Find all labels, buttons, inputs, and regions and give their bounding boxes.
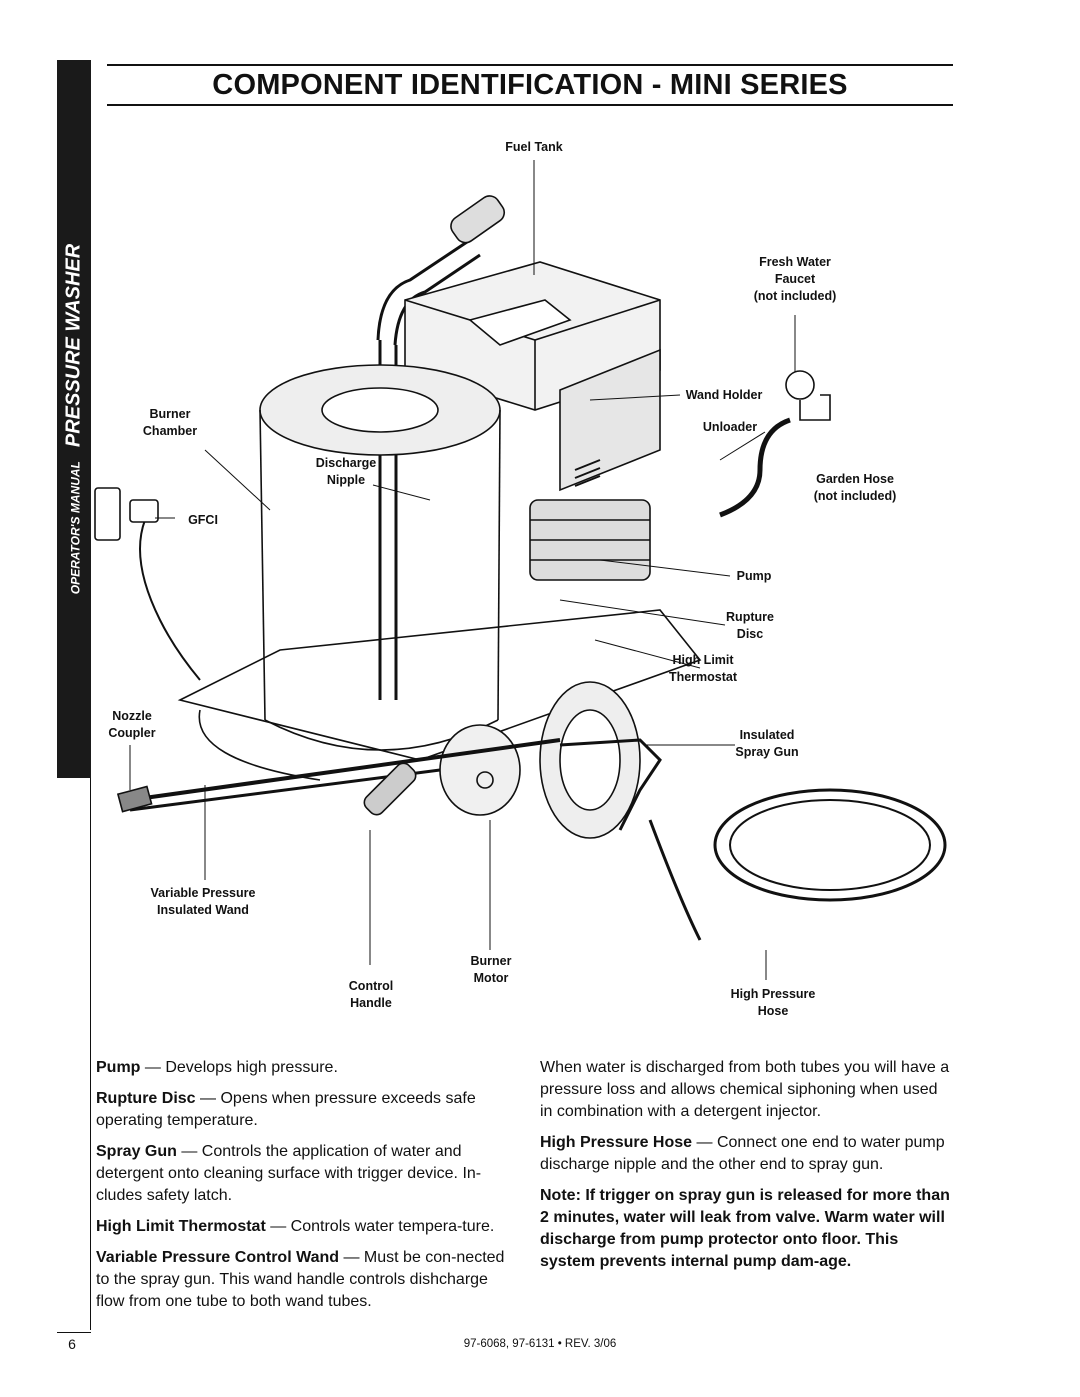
pressure-washer-diagram [94, 160, 947, 980]
page-number-box [57, 1332, 91, 1359]
variable-pressure-wand-description: Variable Pressure Control Wand — Must be… [96, 1249, 505, 1310]
footer-doc-id: 97-6068, 97-6131 • REV. 3/06 [463, 1338, 617, 1350]
page-number: 6 [68, 1336, 76, 1352]
label-high-pressure-hose: High Pressure Hose [730, 987, 816, 1018]
sidebar: OPERATOR'S MANUALPRESSURE WASHER [57, 60, 91, 1330]
title-rule-bottom [107, 104, 953, 106]
right-column: When water is discharged from both tubes… [540, 1057, 954, 1282]
tube-discharge-paragraph: When water is discharged from both tubes… [540, 1059, 950, 1120]
high-limit-thermostat-description: High Limit Thermostat — Controls water t… [96, 1218, 495, 1235]
page-title: COMPONENT IDENTIFICATION - MINI SERIES [212, 69, 848, 101]
label-rupture-disc: Rupture Disc [726, 610, 774, 641]
sidebar-rule [90, 778, 91, 1330]
pump-description: Pump — Develops high pressure. [96, 1059, 338, 1076]
label-insulated-spray-gun: Insulated Spray Gun [735, 728, 799, 759]
label-pump: Pump [736, 569, 772, 583]
label-burner-motor: Burner Motor [470, 954, 512, 985]
title-rule-top [107, 64, 953, 66]
label-garden-hose: Garden Hose (not included) [813, 472, 897, 503]
rupture-disc-description: Rupture Disc — Opens when pressure excee… [96, 1090, 476, 1129]
label-control-handle: Control Handle [348, 979, 394, 1010]
sidebar-band [57, 60, 91, 778]
label-wand-holder: Wand Holder [685, 388, 763, 402]
label-unloader: Unloader [702, 420, 758, 434]
high-pressure-hose-description: High Pressure Hose — Connect one end to … [540, 1134, 945, 1173]
left-column: Pump — Develops high pressure. Rupture D… [96, 1057, 508, 1322]
label-gfci: GFCI [188, 513, 218, 527]
spray-gun-description: Spray Gun — Controls the application of … [96, 1143, 482, 1204]
label-fuel-tank: Fuel Tank [505, 140, 563, 154]
label-burner-chamber: Burner Chamber [142, 407, 198, 438]
label-discharge-nipple: Discharge Nipple [315, 456, 377, 487]
label-variable-pressure-wand: Variable Pressure Insulated Wand [150, 886, 256, 917]
label-high-limit-thermostat: High Limit Thermostat [668, 653, 738, 684]
trigger-note: Note: If trigger on spray gun is release… [540, 1187, 950, 1270]
label-nozzle-coupler: Nozzle Coupler [108, 709, 156, 740]
label-fresh-water-faucet: Fresh Water Faucet (not included) [753, 255, 837, 303]
